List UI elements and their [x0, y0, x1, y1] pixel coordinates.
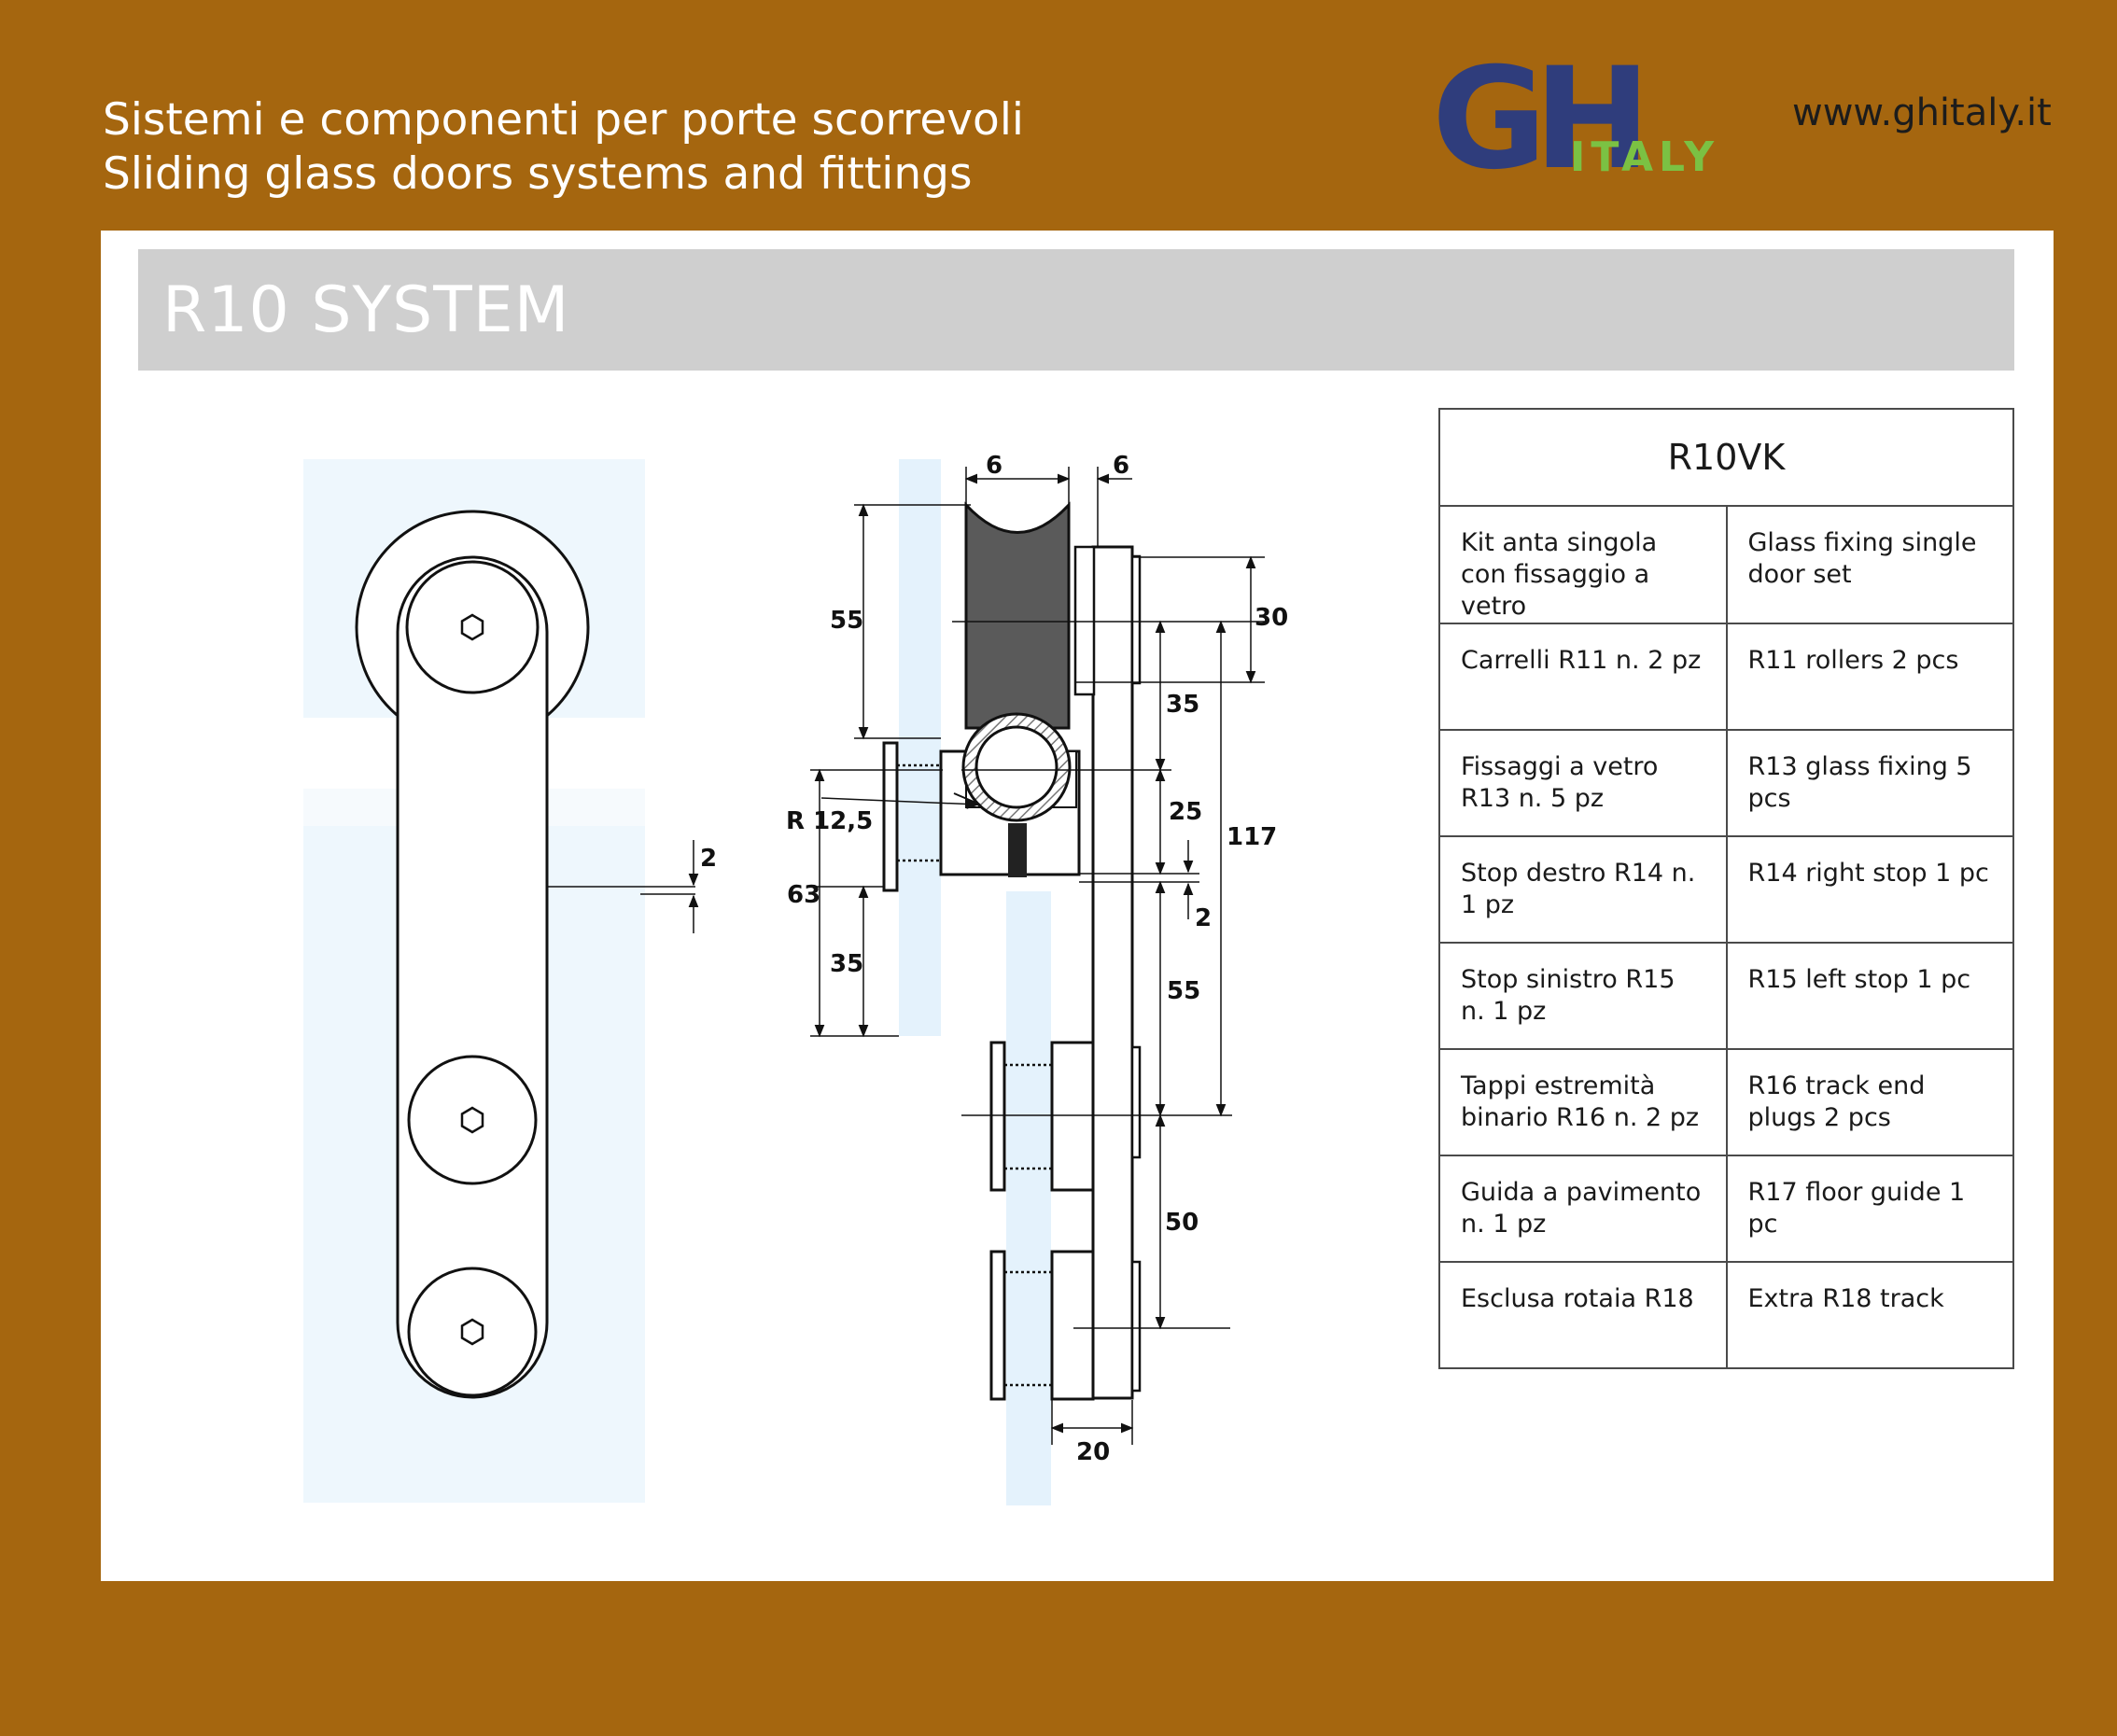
side-view: 6 6 55 R 12,5 63 35 30 35 25 117 2 55 50… — [786, 452, 1288, 1505]
table-row: Esclusa rotaia R18 Extra R18 track — [1438, 1261, 2014, 1369]
logo-gh-letters: GH — [1432, 51, 1638, 182]
dim-35-mid: 35 — [1166, 691, 1199, 719]
cell-italian: Stop sinistro R15 n. 1 pz — [1438, 942, 1728, 1050]
table-row: Stop sinistro R15 n. 1 pz R15 left stop … — [1438, 942, 2014, 1050]
title-bar: R10 SYSTEM — [138, 249, 2014, 371]
fixing-plate-upper — [882, 741, 899, 892]
table-row: Stop destro R14 n. 1 pz R14 right stop 1… — [1438, 835, 2014, 944]
back-plate — [1091, 545, 1134, 1400]
dim-35-left: 35 — [830, 950, 863, 978]
cell-italian: Guida a pavimento n. 1 pz — [1438, 1155, 1728, 1263]
website-link[interactable]: www.ghitaly.it — [1792, 91, 2052, 134]
front-view: 2 — [303, 459, 717, 1503]
cell-english: R11 rollers 2 pcs — [1725, 623, 2014, 731]
dim-r12-5: R 12,5 — [786, 807, 873, 835]
cell-italian: Fissaggi a vetro R13 n. 5 pz — [1438, 729, 1728, 837]
dim-2-mid: 2 — [1195, 904, 1212, 932]
dim-50: 50 — [1165, 1209, 1199, 1237]
cell-english: R14 right stop 1 pc — [1725, 835, 2014, 944]
kit-table: R10VK Kit anta singola con fissaggio a v… — [1438, 408, 2014, 1369]
dim-25: 25 — [1169, 798, 1202, 826]
tagline: Sistemi e componenti per porte scorrevol… — [103, 93, 1024, 202]
roller-plate — [396, 555, 549, 1399]
cell-italian: Kit anta singola con fissaggio a vetro — [1438, 505, 1728, 624]
cell-italian: Tappi estremità binario R16 n. 2 pz — [1438, 1048, 1728, 1156]
dim-6-right: 6 — [1113, 452, 1129, 480]
cell-english: Extra R18 track — [1725, 1261, 2014, 1369]
dim-front-2: 2 — [700, 845, 717, 873]
tagline-italian: Sistemi e componenti per porte scorrevol… — [103, 94, 1024, 146]
cell-english: R13 glass fixing 5 pcs — [1725, 729, 2014, 837]
table-row: Fissaggi a vetro R13 n. 5 pz R13 glass f… — [1438, 729, 2014, 837]
table-row: Tappi estremità binario R16 n. 2 pz R16 … — [1438, 1048, 2014, 1156]
dim-63: 63 — [787, 881, 820, 909]
cell-italian: Carrelli R11 n. 2 pz — [1438, 623, 1728, 731]
dim-55-mid: 55 — [1167, 977, 1200, 1005]
cell-english: R17 floor guide 1 pc — [1725, 1155, 2014, 1263]
glass-strip-upper — [899, 459, 941, 1036]
dim-6-left: 6 — [986, 452, 1002, 480]
fixing-block-middle — [1050, 1041, 1095, 1192]
page-title: R10 SYSTEM — [162, 273, 570, 347]
table-row: Carrelli R11 n. 2 pz R11 rollers 2 pcs — [1438, 623, 2014, 731]
hex-bolt-icon-bottom — [460, 1318, 484, 1346]
glass-strip-lower — [1006, 891, 1051, 1505]
cell-english: R15 left stop 1 pc — [1725, 942, 2014, 1050]
cell-italian: Esclusa rotaia R18 — [1438, 1261, 1728, 1369]
hex-bolt-icon-middle — [460, 1106, 484, 1134]
dim-55-top: 55 — [830, 607, 863, 635]
kit-table-header-row: R10VK — [1438, 408, 2014, 507]
fixing-plate-bottom — [989, 1250, 1006, 1401]
cell-italian: Stop destro R14 n. 1 pz — [1438, 835, 1728, 944]
axle-stem — [1008, 823, 1027, 877]
ghitaly-logo: GH ITALY — [1432, 51, 1719, 182]
dim-20: 20 — [1076, 1438, 1110, 1466]
dim-117: 117 — [1227, 823, 1277, 851]
tagline-english: Sliding glass doors systems and fittings — [103, 148, 973, 200]
dim-30: 30 — [1255, 604, 1288, 632]
axle-core — [974, 725, 1058, 809]
kit-code: R10VK — [1438, 408, 2014, 507]
cell-english: Glass fixing single door set — [1725, 505, 2014, 624]
fixing-block-bottom — [1050, 1250, 1095, 1401]
logo-italy-letters: ITALY — [1570, 133, 1719, 181]
roller-wheel-profile — [964, 501, 1071, 730]
table-row: Kit anta singola con fissaggio a vetro G… — [1438, 505, 2014, 624]
fixing-plate-middle — [989, 1041, 1006, 1192]
table-row: Guida a pavimento n. 1 pz R17 floor guid… — [1438, 1155, 2014, 1263]
cell-english: R16 track end plugs 2 pcs — [1725, 1048, 2014, 1156]
hex-bolt-icon-top — [460, 613, 484, 641]
